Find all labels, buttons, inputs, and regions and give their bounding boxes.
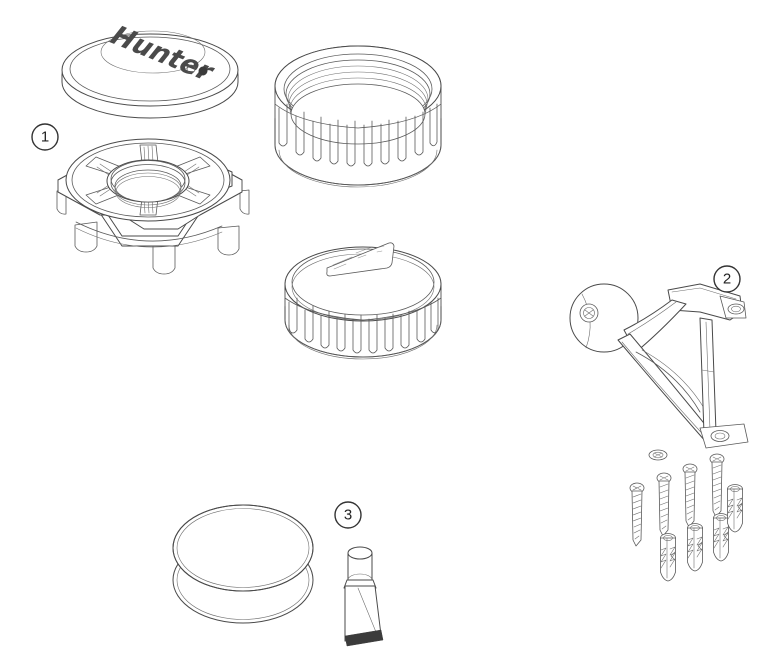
- o-ring: [172, 504, 314, 592]
- wall-anchor: [727, 484, 743, 533]
- part-anchors: [660, 484, 743, 582]
- wall-anchor: [660, 533, 676, 582]
- screw: [629, 482, 645, 547]
- part-grease-tube: [343, 546, 384, 647]
- callout-3-number: 3: [344, 507, 352, 524]
- logo-accent-dot: [198, 66, 208, 76]
- part-threaded-collar: [274, 45, 442, 188]
- wall-anchor: [687, 523, 703, 572]
- wall-anchor: [713, 513, 729, 562]
- screw: [709, 453, 725, 518]
- part-capped-collar: [284, 242, 442, 360]
- collar-ribs: [274, 103, 442, 167]
- callout-1-number: 1: [41, 129, 49, 146]
- cap-label: [326, 242, 395, 277]
- capped-collar-ribs: [284, 297, 442, 354]
- callout-2-number: 2: [723, 271, 731, 288]
- part-screws: [629, 453, 725, 547]
- spoke-wheel: [65, 138, 231, 222]
- callout-3[interactable]: 3: [334, 501, 362, 529]
- part-wall-bracket: [569, 283, 749, 461]
- callout-1[interactable]: 1: [31, 123, 59, 151]
- callout-2[interactable]: 2: [713, 265, 741, 293]
- part-spoke-base: [56, 138, 250, 275]
- screw: [656, 472, 672, 537]
- logo-accent-ring: [186, 64, 196, 74]
- part-o-rings: [172, 504, 314, 624]
- screw: [682, 463, 698, 528]
- part-top-cap: Hunter: [61, 20, 239, 119]
